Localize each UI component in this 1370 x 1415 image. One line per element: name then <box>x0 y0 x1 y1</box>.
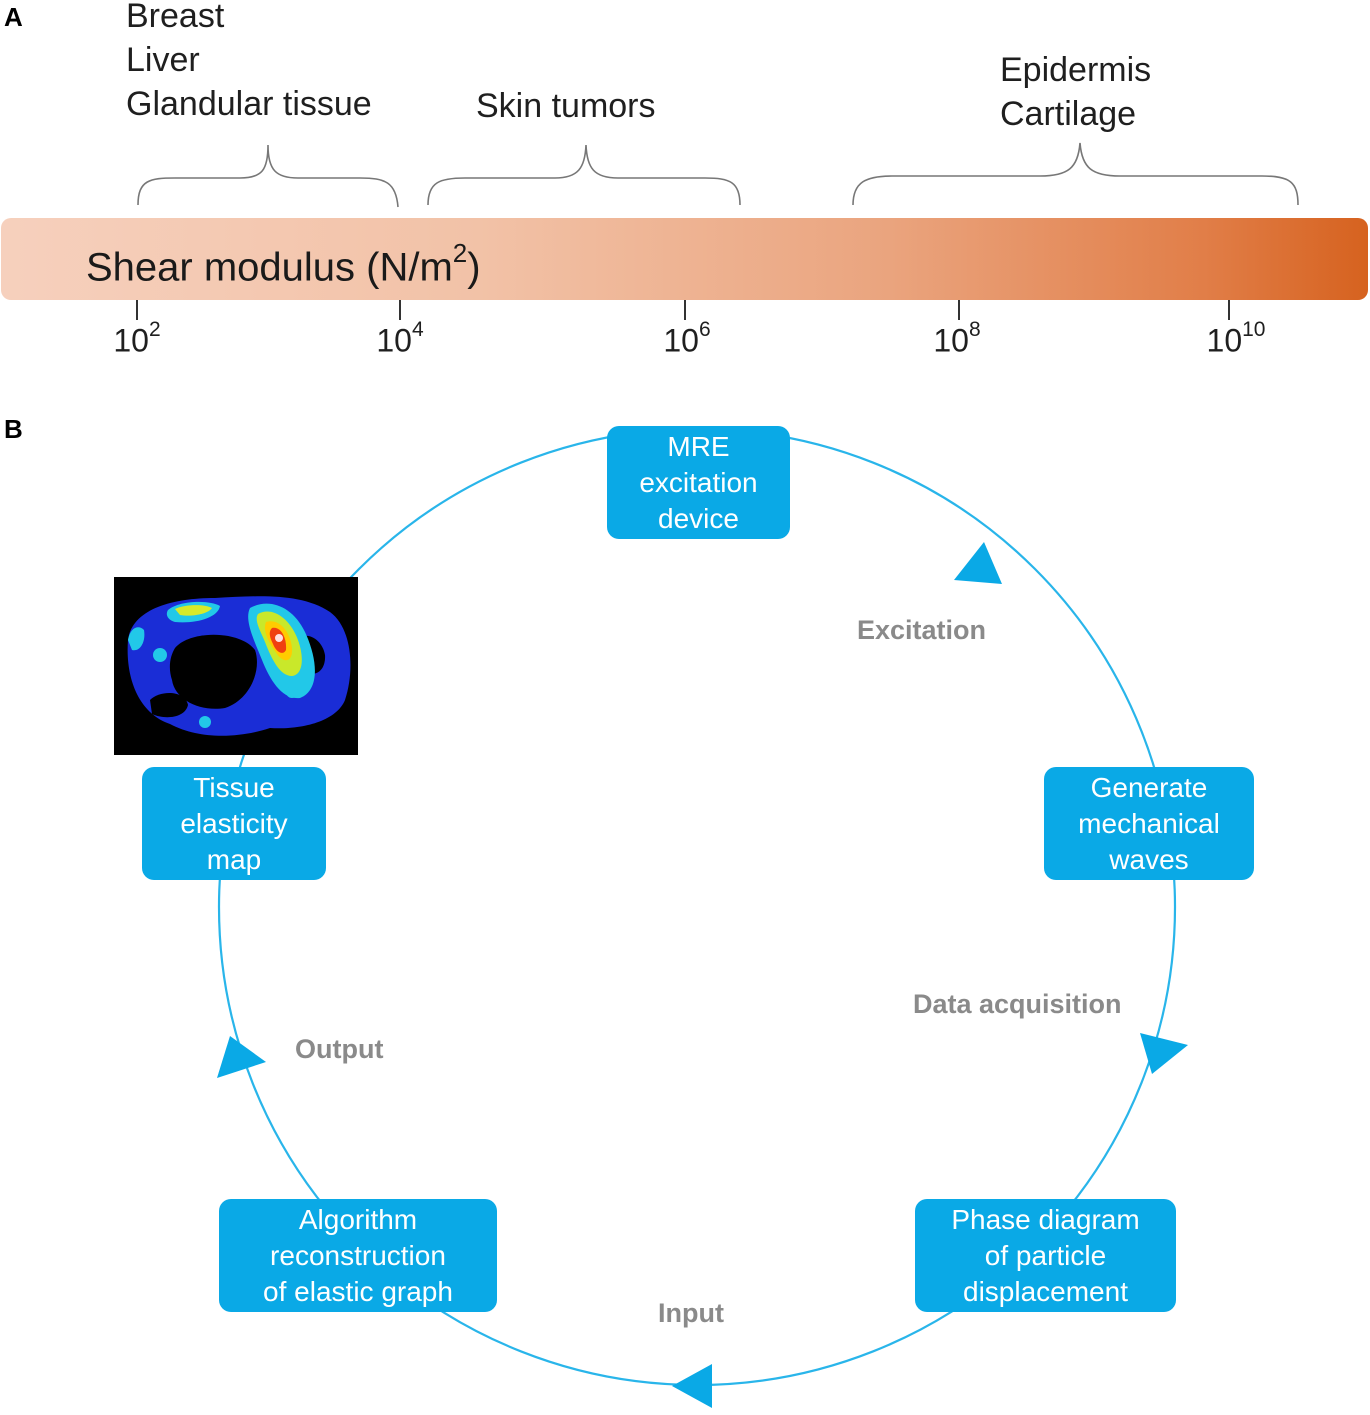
node-phase-diagram: Phase diagram of particle displacement <box>915 1199 1176 1312</box>
tissue-label: Cartilage <box>1000 95 1137 133</box>
brace-group <box>137 142 1299 208</box>
tick-label: 108 <box>933 318 981 359</box>
node-text: displacement <box>963 1275 1128 1307</box>
node-text: Generate <box>1090 771 1208 803</box>
axis-tick <box>684 300 686 320</box>
shear-modulus-label: Shear modulus (N/m2) <box>86 238 481 290</box>
arrow-head <box>954 542 1002 584</box>
node-text: waves <box>1109 843 1189 875</box>
panel-label-a: A <box>4 2 23 32</box>
tissue-group-soft: Breast Liver Glandular tissue <box>126 0 372 126</box>
node-text: Phase diagram <box>951 1203 1140 1235</box>
node-text: Tissue <box>193 771 275 803</box>
tissue-label: Breast <box>126 0 225 35</box>
node-text: Algorithm <box>298 1203 418 1235</box>
tissue-group-hard: Epidermis Cartilage <box>1000 48 1151 136</box>
step-label-output: Output <box>295 1034 384 1064</box>
tick-label: 1010 <box>1206 318 1266 359</box>
arrow-head <box>672 1364 712 1408</box>
brace-tumor <box>427 144 741 206</box>
tick-label: 104 <box>376 318 424 359</box>
node-generate-mechanical-waves: Generate mechanical waves <box>1044 767 1254 880</box>
brace-hard <box>852 142 1299 206</box>
tissue-label: Liver <box>126 41 200 79</box>
node-text: elasticity <box>180 807 288 839</box>
node-text: reconstruction <box>270 1239 446 1271</box>
axis-tick <box>958 300 960 320</box>
axis-tick <box>399 300 401 320</box>
panel-label-b: B <box>4 414 23 444</box>
step-label-input: Input <box>658 1298 724 1328</box>
step-label-data-acquisition: Data acquisition <box>913 989 1122 1019</box>
node-mre-excitation-device: MRE excitation device <box>607 426 790 539</box>
arrow-group <box>217 542 1188 1408</box>
node-tissue-elasticity-map: Tissue elasticity map <box>142 767 326 880</box>
tissue-label: Epidermis <box>1000 51 1152 89</box>
shear-modulus-bar <box>1 218 1368 300</box>
node-text: map <box>206 843 262 875</box>
node-text: device <box>658 502 739 534</box>
tissue-group-tumor: Skin tumors <box>476 84 656 128</box>
brace-soft <box>137 144 399 208</box>
arrow-head <box>217 1036 266 1078</box>
arrow-head <box>1140 1033 1188 1074</box>
node-text: excitation <box>639 466 758 498</box>
node-text: of particle <box>984 1239 1107 1271</box>
step-label-excitation: Excitation <box>857 615 987 645</box>
node-algorithm-reconstruction: Algorithm reconstruction of elastic grap… <box>219 1199 497 1312</box>
node-text: MRE <box>667 430 730 462</box>
node-text: mechanical <box>1078 807 1220 839</box>
axis-tick <box>136 300 138 320</box>
tissue-label: Glandular tissue <box>126 85 372 123</box>
tick-label: 102 <box>113 318 161 359</box>
node-text: of elastic graph <box>263 1275 453 1307</box>
elasticity-map-image <box>114 577 358 755</box>
axis-tick <box>1228 300 1230 320</box>
tissue-label: Skin tumors <box>476 87 656 125</box>
tick-label: 106 <box>663 318 711 359</box>
